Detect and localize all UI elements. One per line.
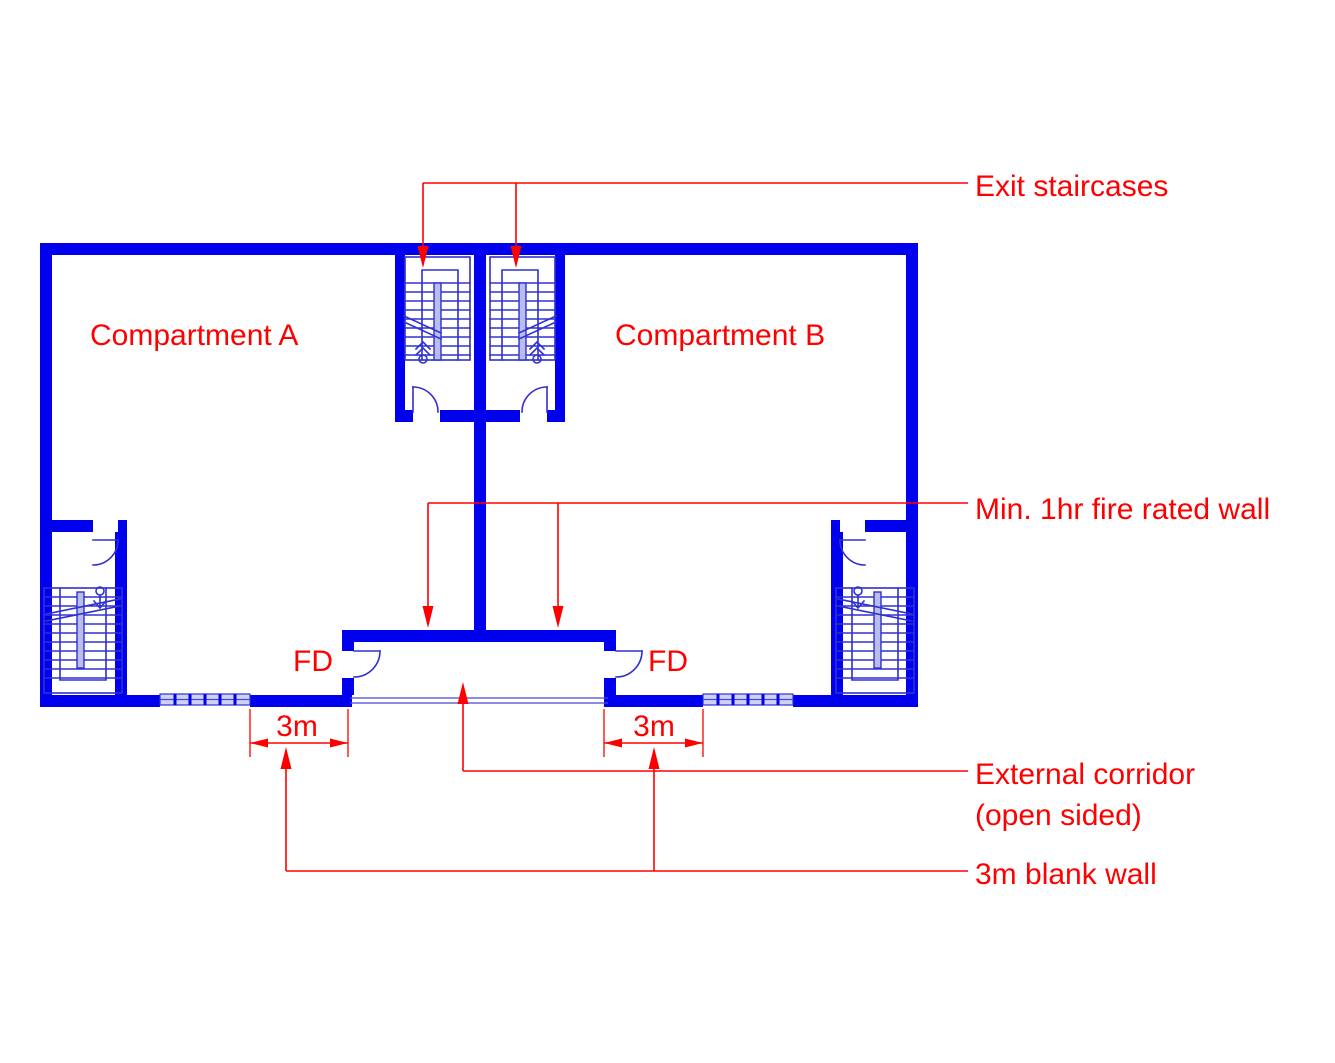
wall-bottom-right-outer [793, 695, 918, 707]
external-corridor [342, 630, 643, 704]
dimension-right-label: 3m [633, 710, 675, 743]
stair-block-bottom-wall [440, 410, 520, 422]
arrow-up-icon [280, 747, 292, 769]
wall-left [40, 243, 52, 707]
corridor-top-wall [342, 630, 616, 642]
dimension-right: 3m [603, 709, 704, 757]
arrow-left-icon [250, 738, 268, 748]
dimension-left-label: 3m [276, 710, 318, 743]
arrow-left-icon [604, 738, 622, 748]
fire-rated-center-wall [474, 255, 486, 630]
exit-stair-block [394, 254, 566, 423]
window-strip-right [702, 693, 794, 706]
stairwell-top-right [489, 256, 557, 364]
stair-block-left-wall-and-door [394, 254, 439, 423]
corridor-open-edge [350, 697, 608, 704]
external-corridor-label-line2: (open sided) [975, 799, 1142, 832]
arrow-down-icon [510, 246, 522, 268]
corridor-right-wall [604, 642, 616, 695]
fire-rated-wall-label: Min. 1hr fire rated wall [975, 493, 1270, 526]
compartment-a-label: Compartment A [90, 319, 298, 352]
stairwell-top-left [403, 256, 471, 364]
leader-external-corridor [457, 682, 968, 772]
arrow-down-icon [417, 246, 429, 268]
wall-right [906, 243, 918, 707]
stair-block-right-wall-and-door [521, 254, 566, 423]
exterior-walls [40, 243, 918, 707]
fire-door-left-label: FD [293, 645, 333, 678]
exit-staircases-label: Exit staircases [975, 170, 1168, 203]
stair-enclosure-bottom-left [39, 519, 128, 696]
external-corridor-label-line1: External corridor [975, 758, 1195, 791]
window-strip-left [159, 693, 251, 706]
arrow-right-icon [330, 738, 348, 748]
stair-enclosure-bottom-right [830, 519, 919, 696]
arrow-up-icon [648, 747, 660, 769]
arrow-down-icon [552, 606, 564, 628]
blank-wall-right [604, 695, 703, 707]
compartment-b-label: Compartment B [615, 319, 825, 352]
arrow-right-icon [685, 738, 703, 748]
blank-wall-label: 3m blank wall [975, 858, 1157, 891]
leader-blank-wall [280, 747, 968, 872]
fire-door-right [615, 650, 643, 678]
corridor-left-wall [342, 642, 354, 695]
blank-wall-left [250, 695, 352, 707]
arrow-down-icon [422, 606, 434, 628]
wall-top [40, 243, 918, 255]
fire-door-left [353, 650, 381, 678]
leader-fire-rated-wall [422, 502, 968, 628]
dimension-left: 3m [249, 709, 349, 757]
arrow-up-icon [457, 682, 469, 704]
wall-bottom-left-outer [40, 695, 160, 707]
leader-exit-staircases [417, 182, 968, 268]
fire-door-right-label: FD [648, 645, 688, 678]
